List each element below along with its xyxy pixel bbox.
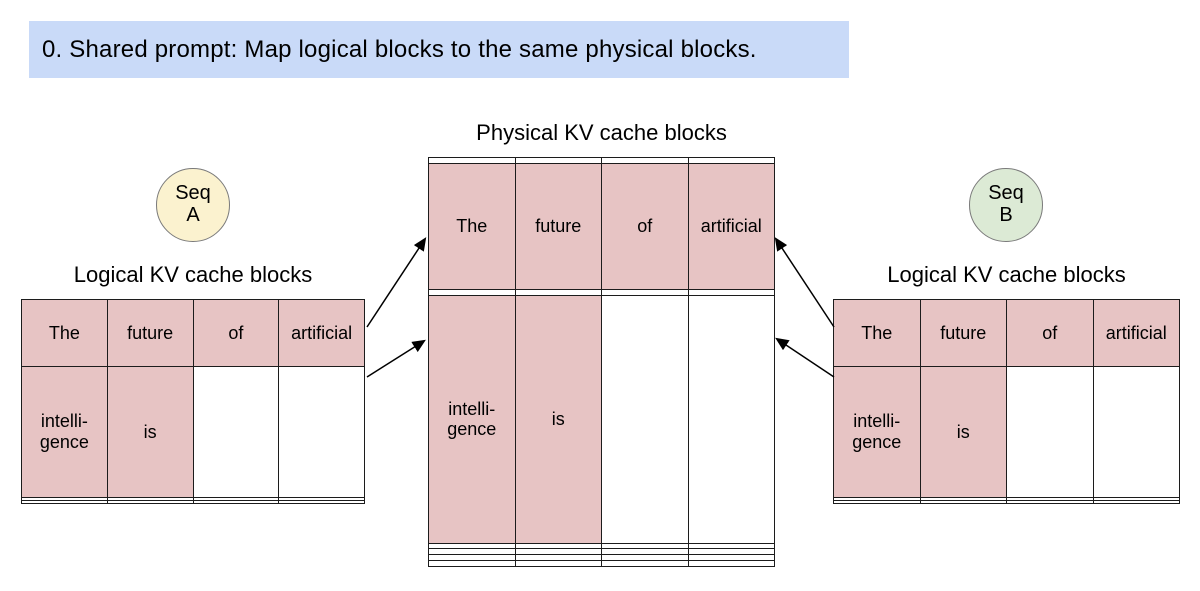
kv-block-cell-filled: The <box>428 162 516 291</box>
kv-block-cell-filled: The <box>21 299 108 367</box>
kv-block-cell-empty <box>1006 499 1094 505</box>
kv-table-row <box>428 560 775 567</box>
kv-block-cell-empty <box>21 499 108 505</box>
kv-block-cell-filled: is <box>514 295 602 544</box>
kv-block-cell-empty <box>1092 499 1180 505</box>
kv-block-cell-filled: is <box>919 365 1007 498</box>
kv-block-cell-filled: intelli- gence <box>21 365 108 498</box>
seq-a-badge: Seq A <box>156 168 230 242</box>
kv-block-cell-filled: The <box>833 299 921 367</box>
arrow-seqA-block0-to-physical <box>366 237 427 328</box>
kv-block-cell-empty <box>428 560 516 567</box>
title-banner-text: 0. Shared prompt: Map logical blocks to … <box>42 35 757 63</box>
kv-block-cell-filled: of <box>1006 299 1094 367</box>
kv-table-row <box>833 499 1180 505</box>
kv-block-cell-filled: intelli- gence <box>428 295 516 544</box>
left-logical-table-title: Logical KV cache blocks <box>73 262 313 287</box>
kv-block-cell-empty <box>919 499 1007 505</box>
arrow-seqA-block1-to-physical <box>366 339 426 378</box>
kv-block-cell-filled: of <box>601 162 689 291</box>
kv-block-cell-empty <box>687 295 775 544</box>
kv-block-cell-empty <box>601 295 689 544</box>
kv-block-cell-filled: is <box>106 365 194 498</box>
kv-block-cell-empty <box>833 499 921 505</box>
seq-b-badge: Seq B <box>969 168 1043 242</box>
seq-a-label-line1: Seq <box>175 182 211 205</box>
kv-block-cell-empty <box>514 560 602 567</box>
arrow-seqB-block0-to-physical <box>774 237 835 328</box>
kv-block-cell-empty <box>687 560 775 567</box>
seq-b-label-line1: Seq <box>988 182 1024 205</box>
kv-block-cell-empty <box>1092 365 1180 498</box>
kv-table-row <box>21 499 365 505</box>
right-logical-table-title: Logical KV cache blocks <box>887 262 1126 287</box>
kv-table-row <box>428 548 775 556</box>
kv-block-cell-filled: future <box>106 299 194 367</box>
seq-a-label-line2: A <box>186 204 200 226</box>
kv-block-cell-filled: of <box>192 299 280 367</box>
arrow-seqB-block1-to-physical <box>775 337 835 378</box>
kv-block-cell-filled: artificial <box>1092 299 1180 367</box>
kv-block-cell-empty <box>601 560 689 567</box>
physical-table-title: Physical KV cache blocks <box>476 120 727 145</box>
kv-block-cell-filled: artificial <box>278 299 365 367</box>
kv-table-row <box>428 542 775 550</box>
kv-block-cell-filled: future <box>919 299 1007 367</box>
kv-block-cell-empty <box>106 499 194 505</box>
kv-block-cell-empty <box>278 365 365 498</box>
title-banner: 0. Shared prompt: Map logical blocks to … <box>29 21 849 78</box>
kv-block-cell-empty <box>1006 365 1094 498</box>
seq-b-label-line2: B <box>999 204 1013 226</box>
kv-block-cell-filled: artificial <box>687 162 775 291</box>
kv-block-cell-filled: intelli- gence <box>833 365 921 498</box>
kv-block-cell-filled: future <box>514 162 602 291</box>
kv-block-cell-empty <box>192 365 280 498</box>
kv-block-cell-empty <box>278 499 365 505</box>
kv-block-cell-empty <box>192 499 280 505</box>
